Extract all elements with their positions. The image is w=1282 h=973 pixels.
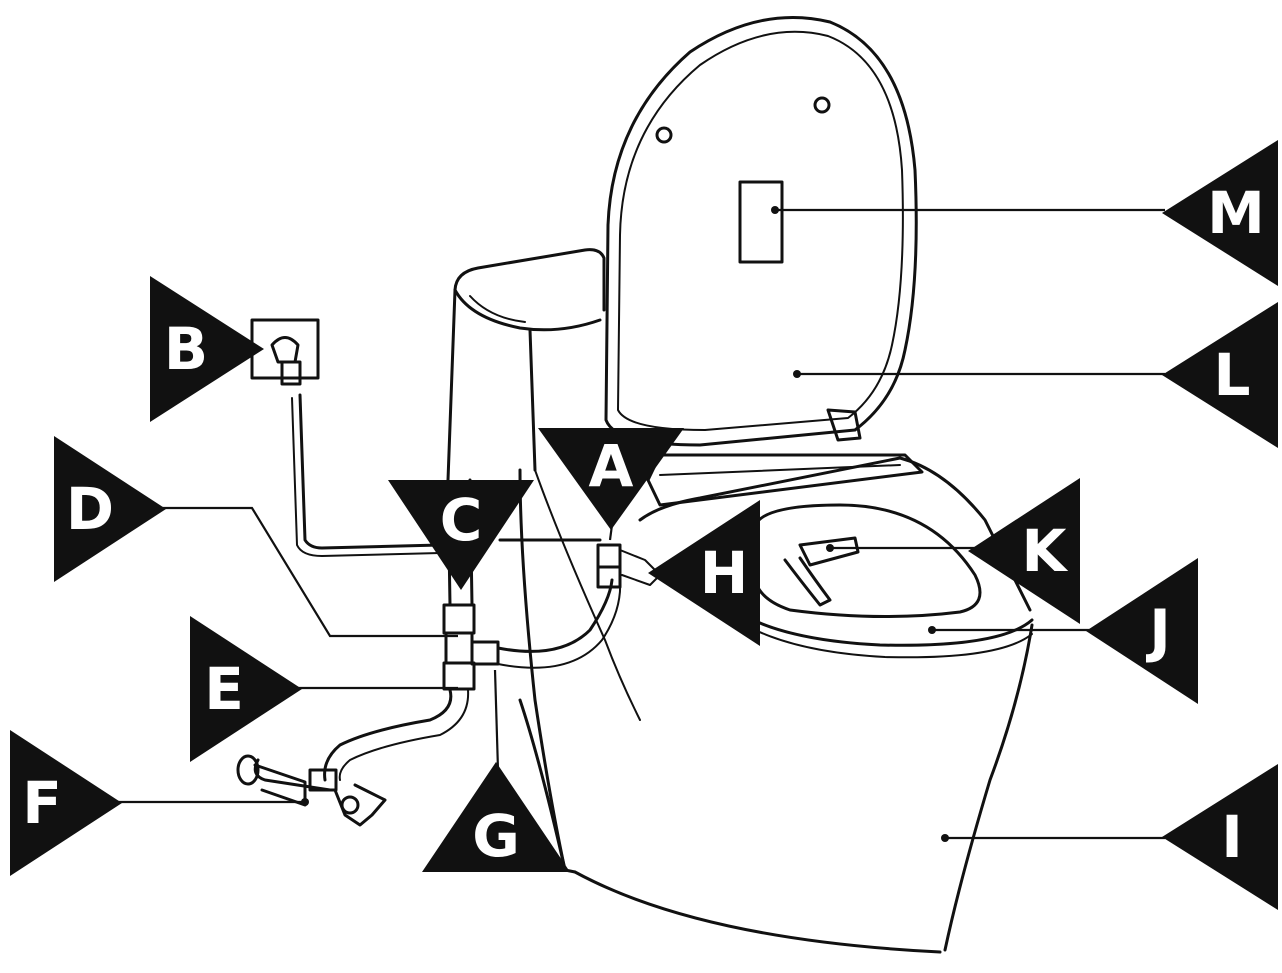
callout-label-h: H [700,539,749,607]
callout-l: L [1162,302,1278,448]
pointer-dot-j [928,626,936,634]
side-connector [596,543,661,589]
callout-label-m: M [1207,179,1265,247]
callout-h: H [648,500,760,646]
callout-j: J [1086,558,1198,704]
wall-flange [236,754,260,786]
pointer-dot-f [301,798,309,806]
tee-valve [444,631,474,665]
tee-valve-bottom [442,661,476,691]
callout-label-i: I [1221,803,1243,871]
callout-e: E [190,616,302,762]
callout-g: G [422,762,570,872]
lid [604,16,918,447]
callout-label-l: L [1214,341,1251,409]
pointer-dot-k [826,544,834,552]
callout-d: D [54,436,166,582]
callout-label-k: K [1022,517,1069,585]
callout-m: M [1162,140,1278,286]
pointer-dot-m [771,206,779,214]
callout-label-g: G [472,802,520,870]
callout-label-b: B [164,315,208,383]
callout-label-a: A [589,432,634,500]
callout-label-c: C [440,486,483,554]
callout-k: K [968,478,1080,624]
callout-label-f: F [22,769,62,837]
callout-a: A [538,428,684,530]
callout-label-e: E [204,655,244,723]
seat-ring [733,503,1034,659]
angle-valve-knob [340,795,360,815]
callout-i: I [1162,764,1278,910]
lid-card-icon [738,180,784,264]
toilet-illustration [236,16,1034,954]
leader-d [160,506,458,638]
leader-g [493,669,500,771]
callout-c: C [388,480,534,590]
tee-valve-top [442,603,476,635]
callout-label-d: D [66,475,114,543]
water-pipes [236,393,622,827]
pointer-dot-l [793,370,801,378]
pointer-dot-i [941,834,949,842]
nozzle [783,536,860,607]
callout-f: F [10,730,122,876]
filter-connector [470,640,500,666]
callout-label-j: J [1145,597,1171,665]
leader-lines [90,206,1165,842]
wall-socket [250,318,320,386]
callout-b: B [150,276,264,422]
